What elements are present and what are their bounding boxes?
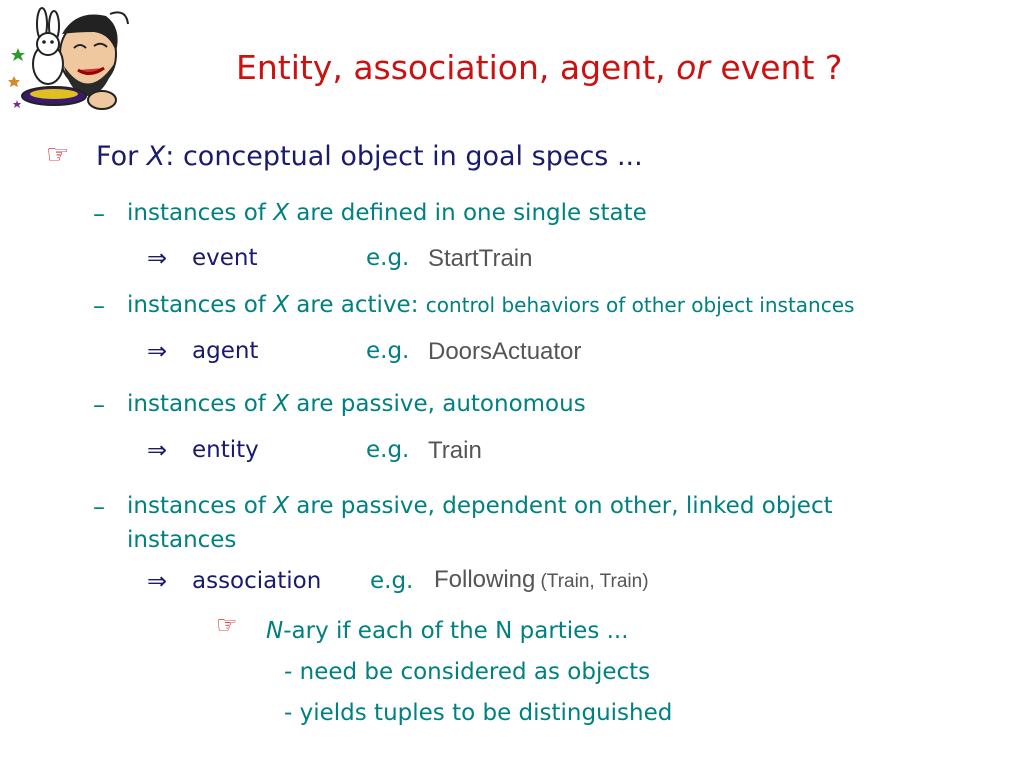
title-or: or (676, 48, 710, 87)
main-bullet-pre: For (96, 141, 147, 172)
item-x: X (273, 391, 289, 417)
item-line: instances of X are defined in one single… (127, 200, 647, 226)
item-eg: e.g. (366, 245, 410, 271)
star-icon (13, 100, 21, 108)
sub-note-n: N (266, 618, 284, 644)
main-bullet: For X: conceptual object in goal specs .… (96, 141, 643, 172)
item-eg: e.g. (366, 338, 410, 364)
item-suffix: are active: (288, 292, 426, 318)
title-suffix: event ? (709, 48, 843, 87)
item-example-small: (Train, Train) (540, 571, 649, 592)
item-eg: e.g. (370, 568, 414, 594)
item-kind: agent (192, 338, 259, 364)
main-bullet-x: X (146, 141, 166, 172)
magician-clipart (8, 7, 129, 110)
main-bullet-post: : conceptual object in goal specs ... (165, 141, 643, 172)
item-kind: association (192, 568, 322, 594)
item-prefix: instances of (127, 493, 274, 519)
item-suffix: are passive, autonomous (288, 391, 586, 417)
item-kind: event (192, 245, 258, 271)
item-line: instances of X are passive, autonomous (127, 391, 586, 417)
item-suffix: are defined in one single state (288, 200, 647, 226)
item-suffix: are passive, dependent on other, linked … (288, 493, 833, 519)
dash-bullet: – (93, 200, 105, 228)
pointing-hand-icon: ☞ (216, 611, 238, 639)
sub-note-point: - need be considered as objects (284, 659, 651, 685)
pointing-hand-icon: ☞ (46, 140, 70, 170)
title-text: Entity, association, agent, (236, 48, 677, 87)
slide-title: Entity, association, agent, or event ? (236, 48, 842, 87)
item-prefix: instances of (127, 391, 274, 417)
item-x: X (273, 200, 289, 226)
dash-bullet: – (93, 493, 105, 521)
item-example: Train (428, 437, 482, 464)
dash-bullet: – (93, 292, 105, 320)
star-icon (11, 48, 25, 61)
item-x: X (273, 292, 289, 318)
sub-note-text: -ary if each of the N parties ... (283, 618, 629, 644)
item-x: X (273, 493, 289, 519)
item-line2: instances (127, 527, 237, 553)
item-example: StartTrain (428, 245, 533, 272)
item-example: Following (434, 566, 536, 593)
item-line: instances of X are active: control behav… (127, 292, 854, 318)
implies-arrow: ⇒ (147, 567, 168, 595)
item-eg: e.g. (366, 437, 410, 463)
implies-arrow: ⇒ (147, 337, 168, 365)
item-kind: entity (192, 437, 259, 463)
implies-arrow: ⇒ (147, 244, 168, 272)
sub-note: N-ary if each of the N parties ... (266, 618, 629, 644)
item-prefix: instances of (127, 292, 274, 318)
item-example: DoorsActuator (428, 338, 582, 365)
implies-arrow: ⇒ (147, 436, 168, 464)
sub-note-point: - yields tuples to be distinguished (284, 700, 673, 726)
star-icon (8, 76, 20, 87)
dash-bullet: – (93, 391, 105, 419)
item-prefix: instances of (127, 200, 274, 226)
item-example-group: Following (Train, Train) (434, 566, 649, 594)
item-small: control behaviors of other object instan… (425, 293, 855, 317)
item-line: instances of X are passive, dependent on… (127, 493, 833, 519)
